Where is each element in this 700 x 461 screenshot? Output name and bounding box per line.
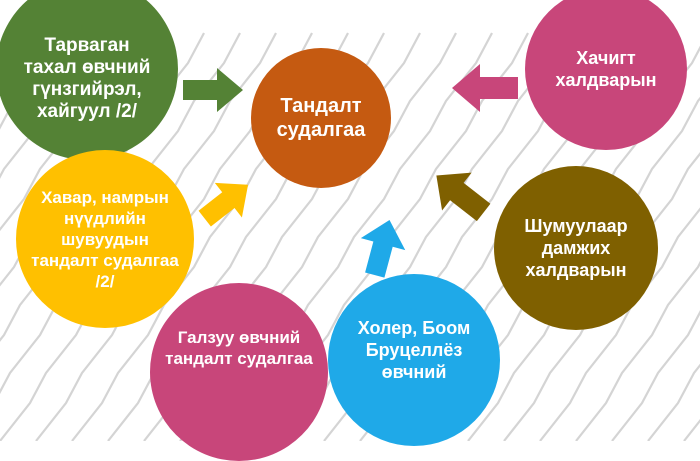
arrow-from-tarbagan: [183, 68, 243, 112]
node-galzuu-label: Галзуу өвчний тандалт судалгаа: [165, 328, 313, 368]
center-node-label: Тандалт судалгаа: [276, 95, 366, 141]
node-khavar-label: Хавар, намрын нүүдлийн шувуудын тандалт …: [31, 187, 179, 291]
arrow-from-shumuul: [426, 160, 494, 228]
arrow-from-kholer: [350, 216, 414, 280]
arrow-shape: [452, 64, 518, 112]
node-khavar: Хавар, намрын нүүдлийн шувуудын тандалт …: [16, 150, 194, 328]
node-galzuu: Галзуу өвчний тандалт судалгаа: [150, 283, 328, 461]
background-line: [575, 260, 700, 441]
node-shumuul-label: Шумуулаар дамжих халдварын: [524, 216, 628, 280]
arrow-shape: [360, 219, 406, 278]
arrow-shape: [183, 68, 243, 112]
node-kholer: Холер, Боом Бруцеллёз өвчний: [328, 274, 500, 446]
node-tarbagan-label: Тарваган тахал өвчний гүнзгийрэл, хайгуу…: [23, 35, 151, 122]
background-line: [683, 418, 700, 441]
arrow-from-khachigt: [452, 64, 518, 112]
node-kholer-label: Холер, Боом Бруцеллёз өвчний: [357, 318, 471, 382]
center-node: Тандалт судалгаа: [251, 48, 391, 188]
arrow-shape: [198, 182, 249, 227]
node-tarbagan: Тарваган тахал өвчний гүнзгийрэл, хайгуу…: [0, 0, 178, 160]
background-line: [539, 207, 700, 441]
background-line: [647, 363, 700, 441]
node-khachigt: Хачигт халдварын: [525, 0, 687, 150]
node-khachigt-label: Хачигт халдварын: [555, 48, 657, 90]
background-line: [611, 310, 700, 441]
node-shumuul: Шумуулаар дамжих халдварын: [494, 166, 658, 330]
arrow-from-khavar: [196, 172, 256, 232]
arrow-shape: [436, 172, 491, 222]
